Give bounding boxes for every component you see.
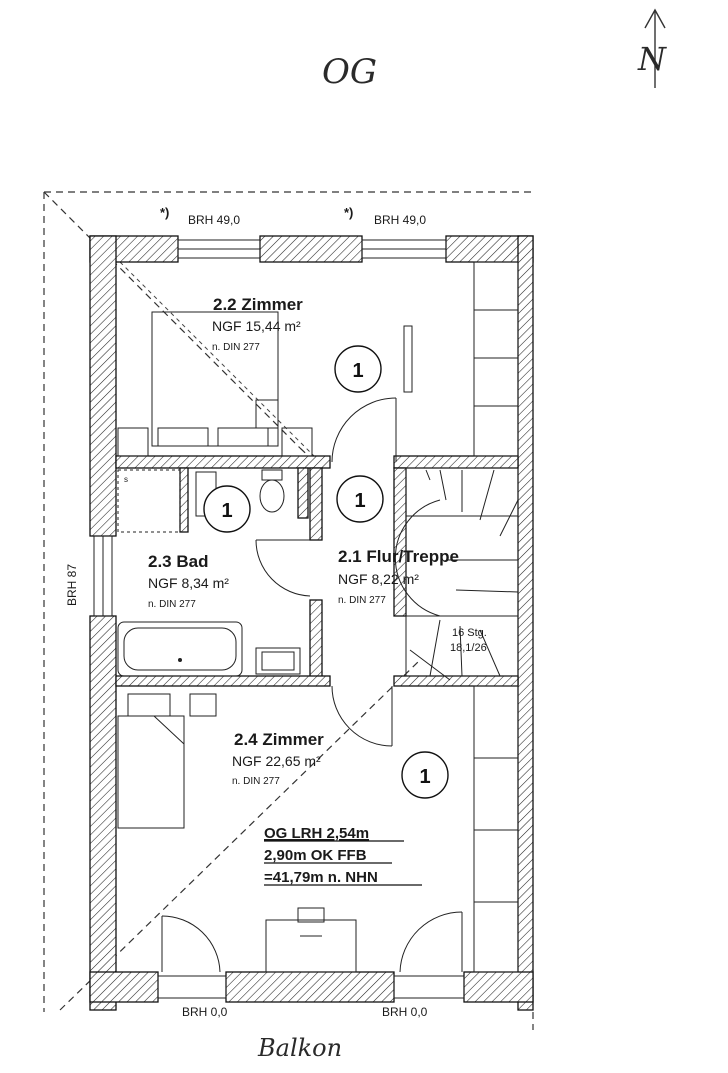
opening-label: BRH 0,0 bbox=[382, 1005, 428, 1019]
furniture: s bbox=[117, 261, 519, 973]
room-2-3: 2.3 Bad NGF 8,34 m² n. DIN 277 1 bbox=[148, 485, 251, 610]
room-code-circle bbox=[203, 485, 251, 533]
opening-labels: *) BRH 49,0 *) BRH 49,0 BRH 87 BRH 0,0 B… bbox=[65, 205, 428, 1019]
room-norm: n. DIN 277 bbox=[148, 599, 196, 610]
room-title: 2.4 Zimmer bbox=[234, 730, 324, 749]
opening-label: BRH 49,0 bbox=[188, 213, 240, 227]
level-note-line: =41,79m n. NHN bbox=[264, 869, 378, 886]
room-area: NGF 8,34 m² bbox=[148, 575, 229, 591]
north-label: N bbox=[637, 40, 667, 78]
room-code: 1 bbox=[352, 360, 363, 382]
room-code: 1 bbox=[419, 766, 430, 788]
stairs-ratio: 18,1/26 bbox=[450, 642, 487, 654]
room-code-circle bbox=[336, 475, 384, 523]
room-norm: n. DIN 277 bbox=[212, 342, 260, 353]
room-2-4: 2.4 Zimmer NGF 22,65 m² n. DIN 277 1 bbox=[232, 730, 449, 799]
opening-marker: *) bbox=[344, 205, 353, 220]
shower-mark: s bbox=[124, 475, 128, 484]
room-2-1: 2.1 Flur/Treppe NGF 8,22 m² n. DIN 277 1… bbox=[336, 475, 487, 654]
opening-marker: *) bbox=[160, 205, 169, 220]
room-norm: n. DIN 277 bbox=[338, 595, 386, 606]
balcony-label: Balkon bbox=[257, 1034, 342, 1062]
room-area: NGF 22,65 m² bbox=[232, 753, 321, 769]
floor-label: OG bbox=[322, 52, 377, 92]
room-code-circle bbox=[401, 751, 449, 799]
room-code: 1 bbox=[221, 500, 232, 522]
room-area: NGF 8,22 m² bbox=[338, 571, 419, 587]
opening-label: BRH 0,0 bbox=[182, 1005, 228, 1019]
room-norm: n. DIN 277 bbox=[232, 776, 280, 787]
room-2-2: 2.2 Zimmer NGF 15,44 m² n. DIN 277 1 bbox=[212, 295, 382, 393]
room-title: 2.1 Flur/Treppe bbox=[338, 547, 459, 566]
room-code-circle bbox=[334, 345, 382, 393]
interior-walls bbox=[115, 455, 519, 687]
opening-label: BRH 87 bbox=[65, 564, 79, 606]
level-note-line: OG LRH 2,54m bbox=[264, 825, 369, 842]
room-area: NGF 15,44 m² bbox=[212, 318, 301, 334]
room-title: 2.3 Bad bbox=[148, 552, 208, 571]
level-note: OG LRH 2,54m 2,90m OK FFB =41,79m n. NHN bbox=[264, 825, 422, 886]
room-title: 2.2 Zimmer bbox=[213, 295, 303, 314]
doors bbox=[161, 397, 463, 973]
stairs-steps: 16 Stg. bbox=[452, 627, 487, 639]
north-arrow-icon: N bbox=[637, 8, 667, 88]
level-note-line: 2,90m OK FFB bbox=[264, 847, 367, 864]
windows bbox=[93, 239, 465, 999]
room-code: 1 bbox=[354, 490, 365, 512]
opening-label: BRH 49,0 bbox=[374, 213, 426, 227]
